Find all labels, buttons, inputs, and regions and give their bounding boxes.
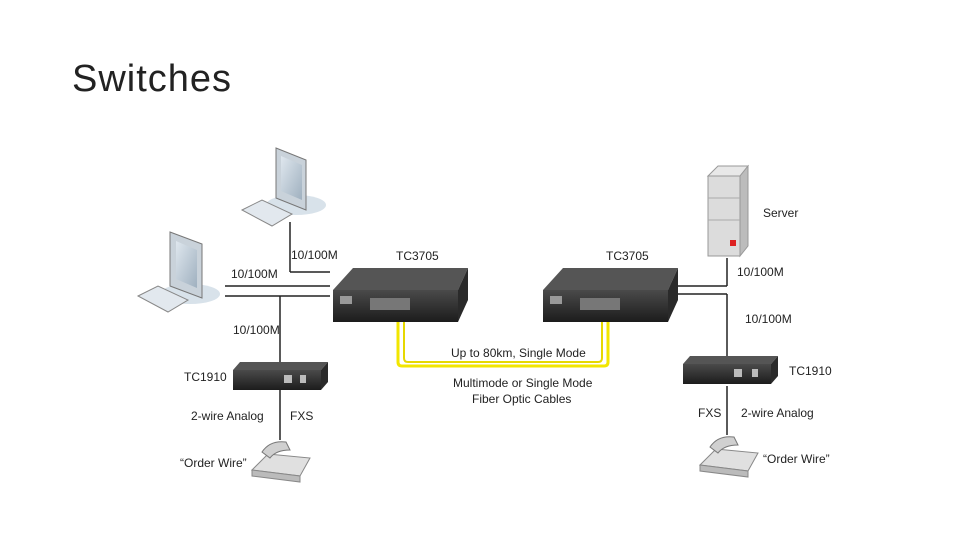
connection-lines: [225, 222, 728, 440]
left-computer-bottom-icon: [136, 231, 220, 313]
left-analog-label: 2-wire Analog: [191, 409, 264, 423]
right-top-speed-label: 10/100M: [737, 265, 784, 279]
fiber-cable: [396, 312, 610, 368]
slide-title: Switches: [72, 58, 233, 100]
right-switch-device: [543, 268, 678, 322]
left-top-speed-label: 10/100M: [291, 248, 338, 262]
left-down-speed-label: 10/100M: [233, 323, 280, 337]
fiber-type-label-2: Fiber Optic Cables: [472, 392, 571, 406]
left-phone-label: “Order Wire”: [180, 456, 247, 470]
right-converter-device: [683, 356, 778, 384]
right-analog-label: 2-wire Analog: [741, 406, 814, 420]
right-fxs-label: FXS: [698, 406, 721, 420]
right-phone-label: “Order Wire”: [763, 452, 830, 466]
left-switch-label: TC3705: [396, 249, 439, 263]
left-fxs-label: FXS: [290, 409, 313, 423]
left-converter-label: TC1910: [184, 370, 227, 384]
server-label: Server: [763, 206, 798, 220]
left-mid-speed-label: 10/100M: [231, 267, 278, 281]
left-switch-device: [333, 268, 468, 322]
fiber-type-label-1: Multimode or Single Mode: [453, 376, 593, 390]
left-computer-top-icon: [240, 147, 326, 227]
left-phone-icon: [250, 441, 311, 483]
right-phone-icon: [698, 436, 759, 478]
right-converter-label: TC1910: [789, 364, 832, 378]
left-converter-device: [233, 362, 328, 390]
right-down-speed-label: 10/100M: [745, 312, 792, 326]
fiber-distance-label: Up to 80km, Single Mode: [451, 346, 586, 360]
right-switch-label: TC3705: [606, 249, 649, 263]
server-icon: [706, 164, 750, 258]
